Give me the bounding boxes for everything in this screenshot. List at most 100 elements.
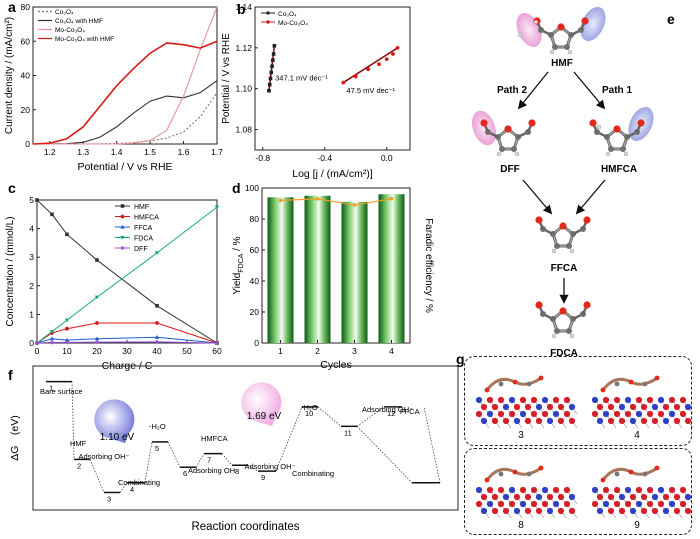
y-tick-label-b: 1.14 bbox=[235, 2, 252, 12]
adsorbate-atom bbox=[526, 471, 532, 477]
slab-atom bbox=[530, 410, 538, 418]
y-label-tail: / % bbox=[232, 236, 243, 253]
slab-atom bbox=[662, 417, 670, 425]
panel-e-scheme: e HMF Path 2 Path 1 DFF HMFCA FFCA FDCA bbox=[471, 7, 675, 359]
legend-label-c: HMF bbox=[134, 204, 149, 211]
y-tick-label-a: 20 bbox=[21, 105, 31, 115]
slab-atom bbox=[668, 396, 676, 404]
slab-atom bbox=[668, 410, 676, 418]
adsorbate-atom bbox=[498, 471, 504, 477]
data-point-c bbox=[120, 204, 125, 208]
fe-point-d bbox=[389, 197, 394, 201]
slab-atom bbox=[486, 486, 494, 494]
slab-atom bbox=[679, 396, 687, 404]
slab-atom bbox=[546, 417, 554, 425]
slab-atom bbox=[646, 486, 654, 494]
barrier-badge-1 bbox=[94, 399, 135, 443]
y-tick-label-b: 1.10 bbox=[235, 84, 252, 94]
connector-f bbox=[221, 453, 233, 466]
x-tick-label-c: 0 bbox=[35, 346, 40, 356]
connector-f bbox=[423, 406, 441, 483]
slab-atom bbox=[568, 403, 576, 411]
x-tick-label-b: -0.4 bbox=[317, 153, 332, 163]
slab-atom bbox=[519, 410, 527, 418]
x-tick-label-d: 2 bbox=[315, 346, 320, 356]
connector-f bbox=[71, 381, 75, 460]
slab-atom bbox=[568, 507, 576, 515]
fe-point-d bbox=[278, 198, 283, 203]
slab-atom bbox=[602, 486, 610, 494]
slab-atom bbox=[486, 500, 494, 508]
level-label-1: Bare surface bbox=[40, 387, 83, 396]
y-axis-label-c: Concentration / (mmol/L) bbox=[5, 216, 16, 326]
slab-atom bbox=[613, 396, 621, 404]
data-point-c bbox=[64, 337, 70, 342]
slab-atom bbox=[480, 417, 488, 425]
slab-atom bbox=[684, 417, 692, 425]
slab-atom bbox=[651, 417, 659, 425]
path2-label: Path 2 bbox=[497, 85, 527, 96]
slab-atom bbox=[563, 486, 571, 494]
slab-atom bbox=[502, 417, 510, 425]
series-line-c-0 bbox=[36, 199, 218, 344]
slab-atom bbox=[524, 493, 532, 501]
data-point-c bbox=[35, 198, 39, 202]
slab-atom bbox=[508, 486, 516, 494]
slab-atom bbox=[602, 410, 610, 418]
level-label-7: HMFCA bbox=[201, 434, 228, 443]
level-label-3: Adsorbing OH⁻ bbox=[78, 452, 129, 461]
slab-atom bbox=[552, 396, 560, 404]
x-axis-label-b: Log [j / (mA/cm²)] bbox=[292, 168, 373, 180]
slab-atom bbox=[591, 396, 599, 404]
slab-atom bbox=[552, 500, 560, 508]
slab-atom bbox=[530, 396, 538, 404]
adsorbate-atom bbox=[512, 379, 518, 385]
y-tick-label-a: 80 bbox=[21, 2, 31, 12]
slab-atom bbox=[530, 486, 538, 494]
slab-atom bbox=[497, 486, 505, 494]
x-tick-label-c: 50 bbox=[182, 346, 192, 356]
data-point-b bbox=[267, 82, 272, 87]
slab-atom bbox=[480, 507, 488, 515]
legend-label-a: Co₃O₄ with HMF bbox=[55, 18, 103, 25]
adsorbate-atom bbox=[654, 375, 660, 381]
adsorbate-atom bbox=[498, 381, 504, 387]
slab-atom bbox=[519, 500, 527, 508]
adsorbate-atom bbox=[512, 469, 518, 475]
adsorbate-atom bbox=[642, 381, 648, 387]
panel-g-box-top bbox=[464, 356, 692, 446]
legend-label-b: Mo-Co₃O₄ bbox=[278, 20, 308, 27]
slab-atom bbox=[524, 403, 532, 411]
adsorbate-atom bbox=[538, 375, 544, 381]
panel-f-label: f bbox=[8, 367, 13, 383]
data-point-c bbox=[120, 245, 125, 251]
slab-atom bbox=[541, 396, 549, 404]
level-label-8: Adsorbing OH⁻ bbox=[244, 462, 295, 471]
data-point-c bbox=[65, 326, 69, 331]
slab-atom bbox=[552, 486, 560, 494]
data-point-c bbox=[155, 339, 159, 345]
x-tick-label-d: 1 bbox=[278, 346, 283, 356]
x-axis-label-a: Potential / V vs RHE bbox=[77, 161, 172, 173]
data-point-c bbox=[120, 214, 125, 219]
connector-f bbox=[356, 426, 413, 484]
slab-atom bbox=[668, 500, 676, 508]
adsorbate-atom bbox=[600, 477, 606, 483]
slab-atom bbox=[613, 500, 621, 508]
panel-d-label: d bbox=[232, 180, 241, 196]
ffca-molecule bbox=[533, 214, 593, 255]
slab-atom bbox=[563, 410, 571, 418]
y-tick-label-a: 40 bbox=[21, 71, 31, 81]
slab-atom bbox=[546, 507, 554, 515]
data-point-c bbox=[95, 339, 99, 345]
slab-atom bbox=[607, 493, 615, 501]
slab-atom bbox=[502, 507, 510, 515]
slab-atom bbox=[535, 493, 543, 501]
plot-frame-f bbox=[32, 365, 459, 511]
slab-atom bbox=[673, 403, 681, 411]
slab-atom bbox=[624, 396, 632, 404]
slab-atom bbox=[673, 417, 681, 425]
